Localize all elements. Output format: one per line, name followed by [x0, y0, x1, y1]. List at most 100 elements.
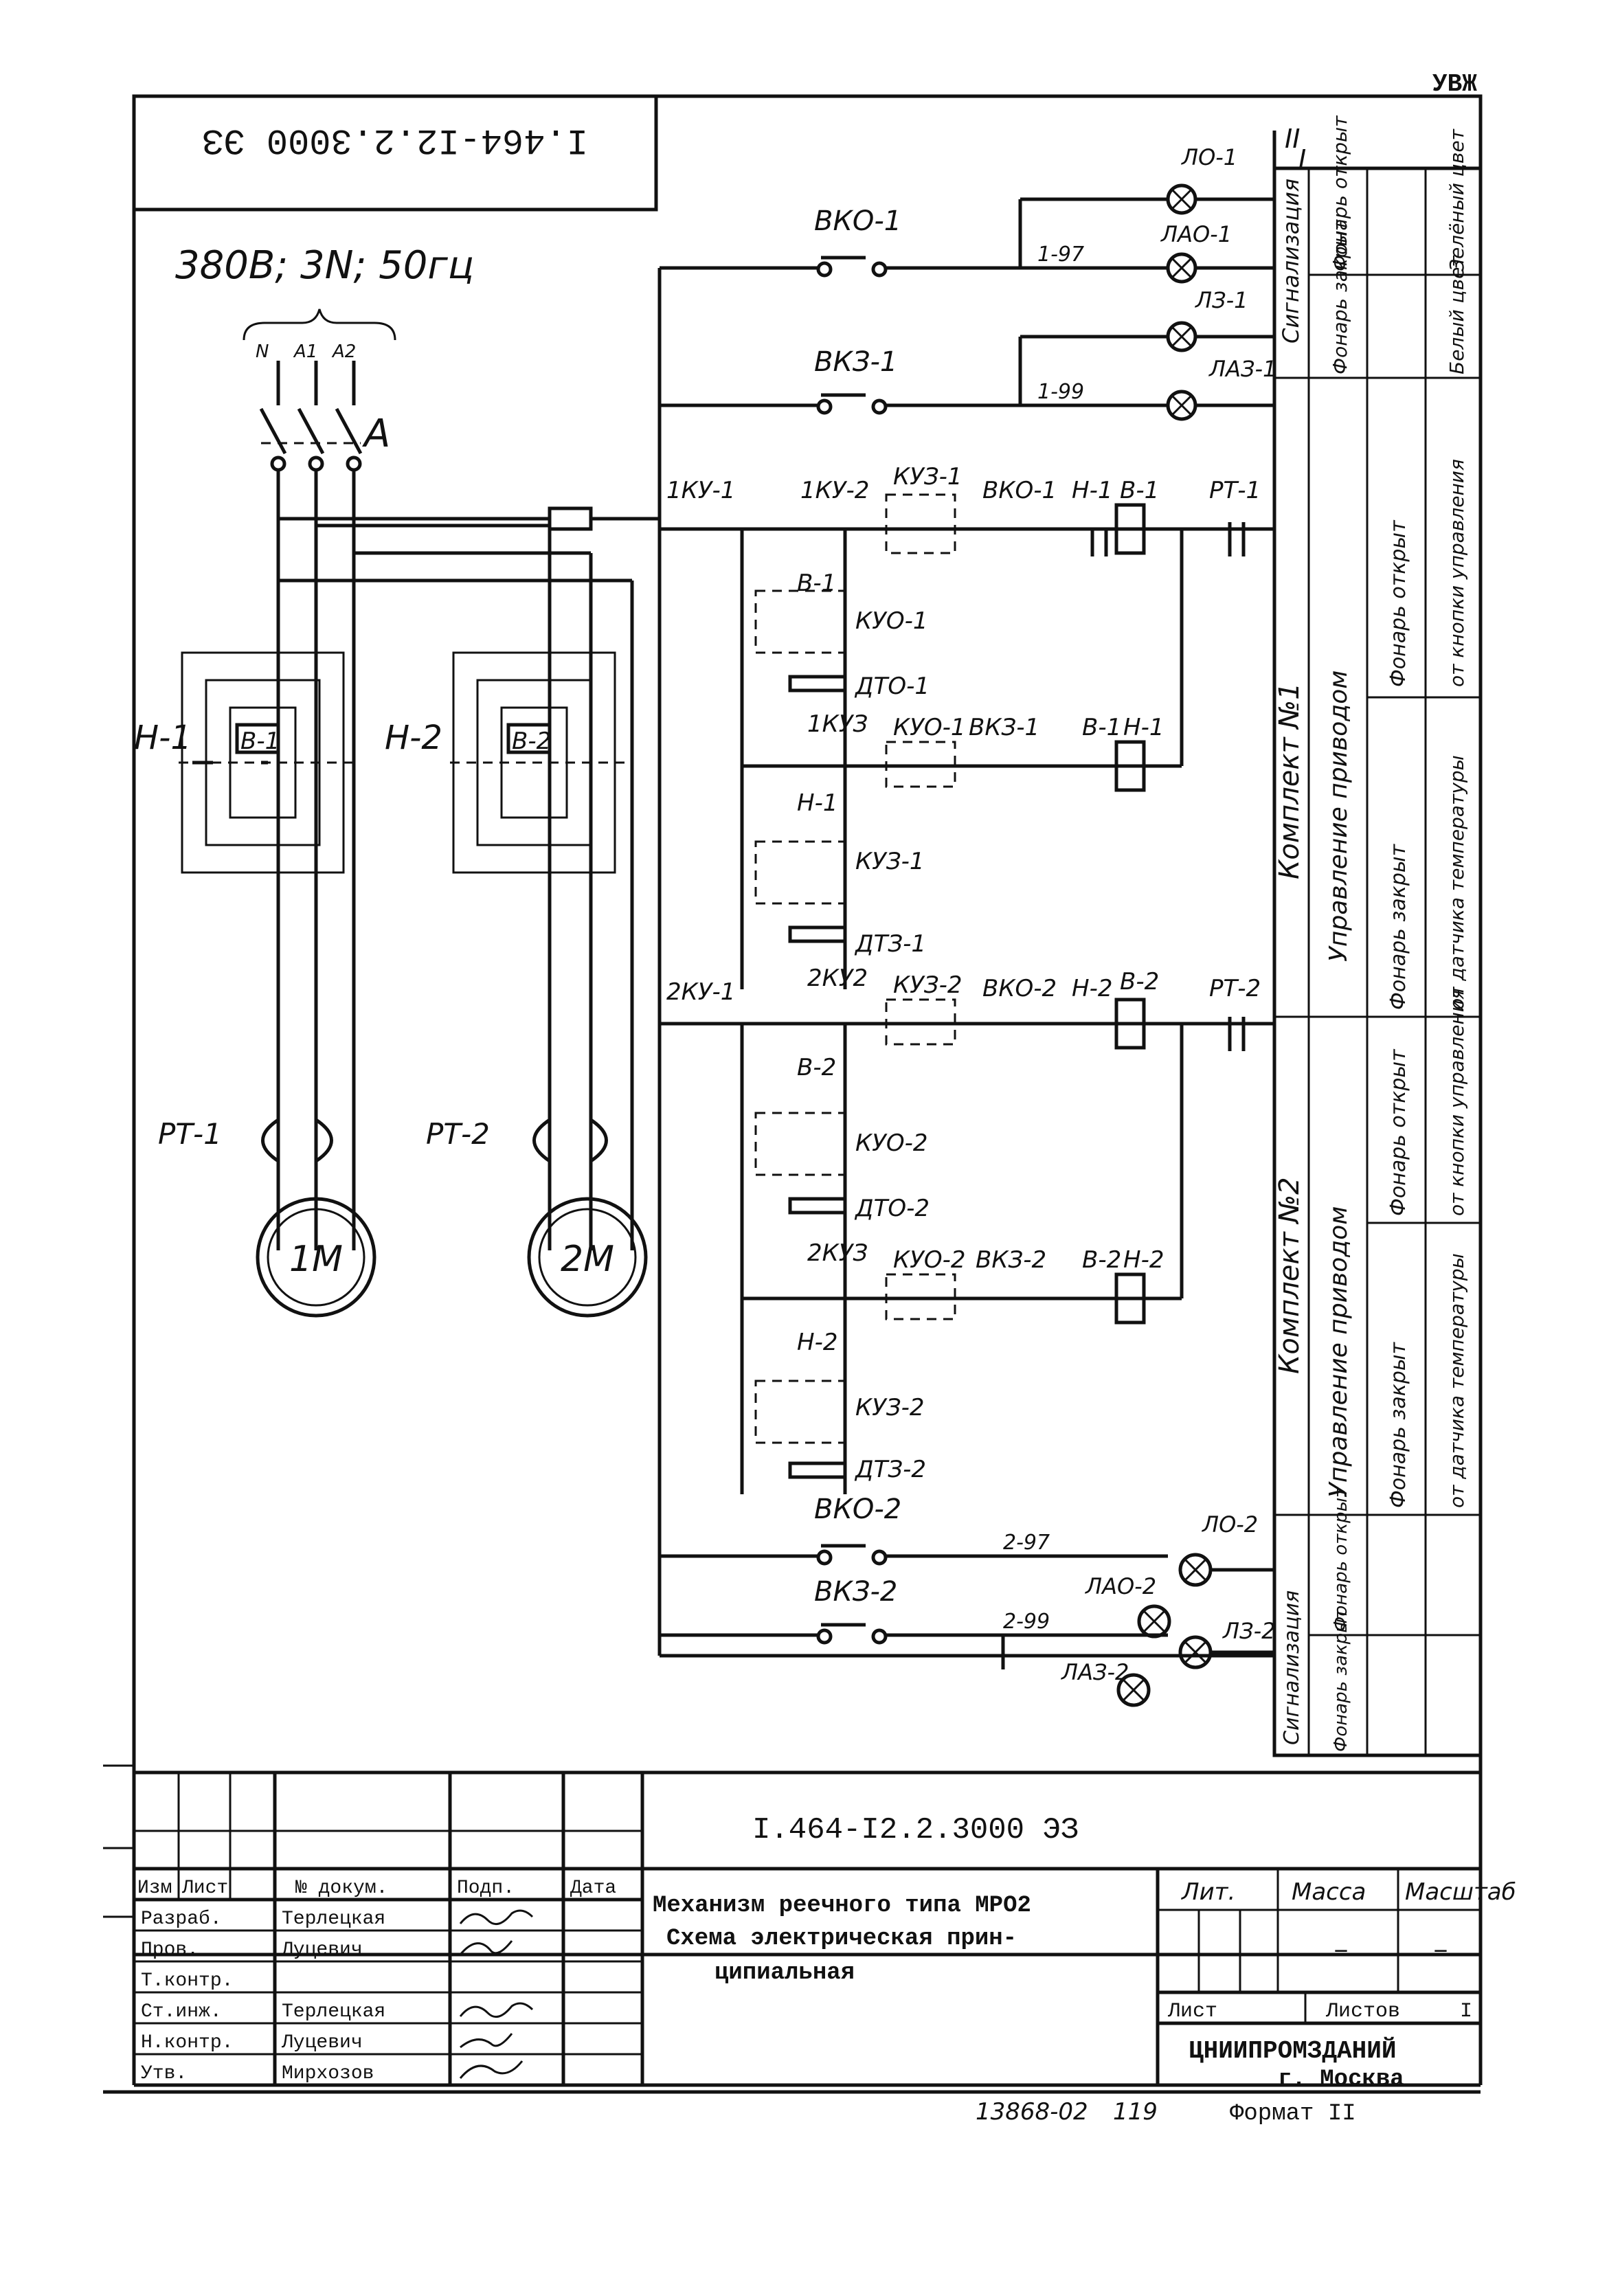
- c2-bot-vkz2: ВКЗ-2: [976, 1246, 1046, 1274]
- c2-top-n2: Н-2: [1072, 975, 1112, 1002]
- role-stinzh: Ст.инж.: [141, 2001, 222, 2023]
- side-col-5: Фонарь открыт: [1386, 1048, 1410, 1216]
- motor2-contactor-open: Н-2: [385, 719, 442, 757]
- supply-label: 380В; 3N; 50гц: [175, 243, 474, 288]
- mass-value: –: [1333, 1936, 1349, 1967]
- c1-bot-v1: В-1: [1082, 714, 1121, 741]
- c2-top-rt2: РТ-2: [1209, 975, 1261, 1002]
- c2-bot-kuo2: КУО-2: [893, 1246, 966, 1274]
- c1-top-1ku2: 1КУ-2: [800, 477, 869, 504]
- title-line-1: Механизм реечного типа МРО2: [653, 1893, 1031, 1919]
- sheets-label: Листов: [1325, 2000, 1400, 2023]
- footer-inventory: 13868-02: [976, 2098, 1088, 2126]
- sheets-value: I: [1460, 2000, 1472, 2023]
- c1-mid-kuo1: КУО-1: [855, 607, 928, 635]
- side-sub-2: Белый цвет: [1445, 256, 1468, 374]
- mark-i: I: [1298, 144, 1306, 175]
- title-line-3: ципиальная: [714, 1960, 855, 1986]
- side-outer-signal-1: Сигнализация: [1278, 179, 1304, 344]
- org-city: г. Москва: [1278, 2067, 1404, 2093]
- motor2-contactor-close: В-2: [512, 728, 551, 755]
- phase-a2: A2: [331, 341, 356, 362]
- col-date: Дата: [570, 1878, 616, 1899]
- signal1-wire-open: 1-97: [1037, 243, 1084, 267]
- col-izm: Изм: [137, 1878, 172, 1899]
- title-line-2: Схема электрическая прин-: [666, 1926, 1017, 1952]
- side-col-8: Фонарь закрыт: [1331, 1608, 1351, 1752]
- signal2-switch-close: ВКЗ-2: [814, 1576, 897, 1608]
- sheet-label: Лист: [1167, 2000, 1217, 2023]
- lamp-lz2: ЛЗ-2: [1222, 1618, 1275, 1644]
- col-doc: № докум.: [295, 1878, 387, 1899]
- c1-bot-1kuz: 1КУЗ: [807, 710, 868, 738]
- scale-header: Масштаб: [1405, 1878, 1516, 1906]
- role-tkontr: Т.контр.: [141, 1970, 233, 1992]
- footer-page: 119: [1113, 2098, 1158, 2126]
- control-fuse: [548, 506, 593, 531]
- c1-top-kuz1: КУЗ-1: [893, 463, 963, 491]
- signal2-switch-open: ВКО-2: [814, 1494, 901, 1525]
- side-sub-3: от кнопки управления: [1445, 459, 1468, 687]
- motor1-contactor-close: В-1: [240, 728, 280, 755]
- side-col-4: Фонарь закрыт: [1386, 843, 1410, 1010]
- signal1-switch-open: ВКО-1: [814, 205, 901, 237]
- c2-low-kuz2: КУЗ-2: [855, 1394, 925, 1421]
- title-doc-code: I.464-I2.2.3000 ЭЗ: [752, 1813, 1079, 1847]
- name-utv: Мирхозов: [282, 2063, 374, 2084]
- side-outer-drive-2: Управление приводом: [1325, 1206, 1353, 1498]
- c1-bot-n1: Н-1: [1123, 714, 1164, 741]
- side-sub-6: от датчика температуры: [1445, 1253, 1468, 1508]
- org-name: ЦНИИПРОМЗДАНИЙ: [1189, 2036, 1396, 2065]
- supply-brace: [243, 308, 396, 341]
- signal2-wire-close: 2-99: [1003, 1610, 1050, 1634]
- c2-bot-v2: В-2: [1082, 1246, 1121, 1274]
- motor1-label: 1М: [289, 1239, 343, 1280]
- c1-mid-v1: В-1: [797, 570, 836, 597]
- lamp-laz1: ЛАЗ-1: [1208, 356, 1276, 382]
- role-prov: Пров.: [141, 1939, 199, 1961]
- signal2-wire-open: 2-97: [1003, 1531, 1050, 1555]
- signal1-wire-close: 1-99: [1037, 380, 1084, 404]
- c1-top-rt1: РТ-1: [1209, 477, 1261, 504]
- side-sub-4: от датчика температуры: [1445, 755, 1468, 1010]
- signatures: [459, 1909, 534, 2079]
- name-razrab: Терлецкая: [282, 1909, 385, 1930]
- c2-top-2ku2: 2КУ2: [807, 965, 868, 992]
- col-sign: Подп.: [457, 1878, 515, 1899]
- c1-bot-kuo1: КУО-1: [893, 714, 966, 741]
- c2-top-kuz2: КУЗ-2: [893, 971, 963, 999]
- scale-value: –: [1432, 1936, 1449, 1967]
- side-outer-signal-2: Сигнализация: [1280, 1590, 1304, 1745]
- main-switch-label: A: [362, 412, 390, 456]
- c1-top-n1: Н-1: [1072, 477, 1112, 504]
- side-sub-1: Зелёный цвет: [1445, 128, 1468, 271]
- c2-top-vko2: ВКО-2: [982, 975, 1057, 1002]
- page-corner-mark: УВЖ: [1432, 70, 1477, 98]
- motor-1: [256, 1197, 376, 1318]
- c1-top-v1: В-1: [1120, 477, 1159, 504]
- lamp-lao1: ЛАО-1: [1160, 221, 1232, 247]
- role-razrab: Разраб.: [141, 1909, 222, 1930]
- c2-bot-n2: Н-2: [1123, 1246, 1164, 1274]
- side-function-table: [1272, 166, 1483, 1757]
- signal1-lamps: [1020, 183, 1274, 421]
- phase-a1: A1: [293, 341, 317, 362]
- lamp-lz1: ЛЗ-1: [1195, 287, 1248, 313]
- motor1-contactors: [179, 651, 357, 874]
- motor2-label: 2М: [561, 1239, 614, 1280]
- c2-bot-2kuz: 2КУЗ: [807, 1239, 868, 1267]
- side-col-3: Фонарь открыт: [1386, 519, 1410, 687]
- lamp-laz2: ЛАЗ-2: [1061, 1659, 1129, 1685]
- col-list: Лист: [181, 1878, 228, 1899]
- footer-format: Формат II: [1230, 2101, 1356, 2127]
- motor-2: [527, 1197, 648, 1318]
- side-outer-set-2: Комплект №2: [1274, 1177, 1305, 1374]
- c1-top-1ku1: 1КУ-1: [666, 477, 735, 504]
- c2-low-n2: Н-2: [797, 1329, 837, 1356]
- side-col-2: Фонарь закрыт: [1329, 219, 1351, 374]
- lit-header: Лит.: [1180, 1878, 1235, 1906]
- side-col-7: Фонарь открыт: [1331, 1487, 1351, 1632]
- side-outer-set-1: Комплект №1: [1274, 682, 1305, 879]
- lamp-lao2: ЛАО-2: [1085, 1573, 1156, 1599]
